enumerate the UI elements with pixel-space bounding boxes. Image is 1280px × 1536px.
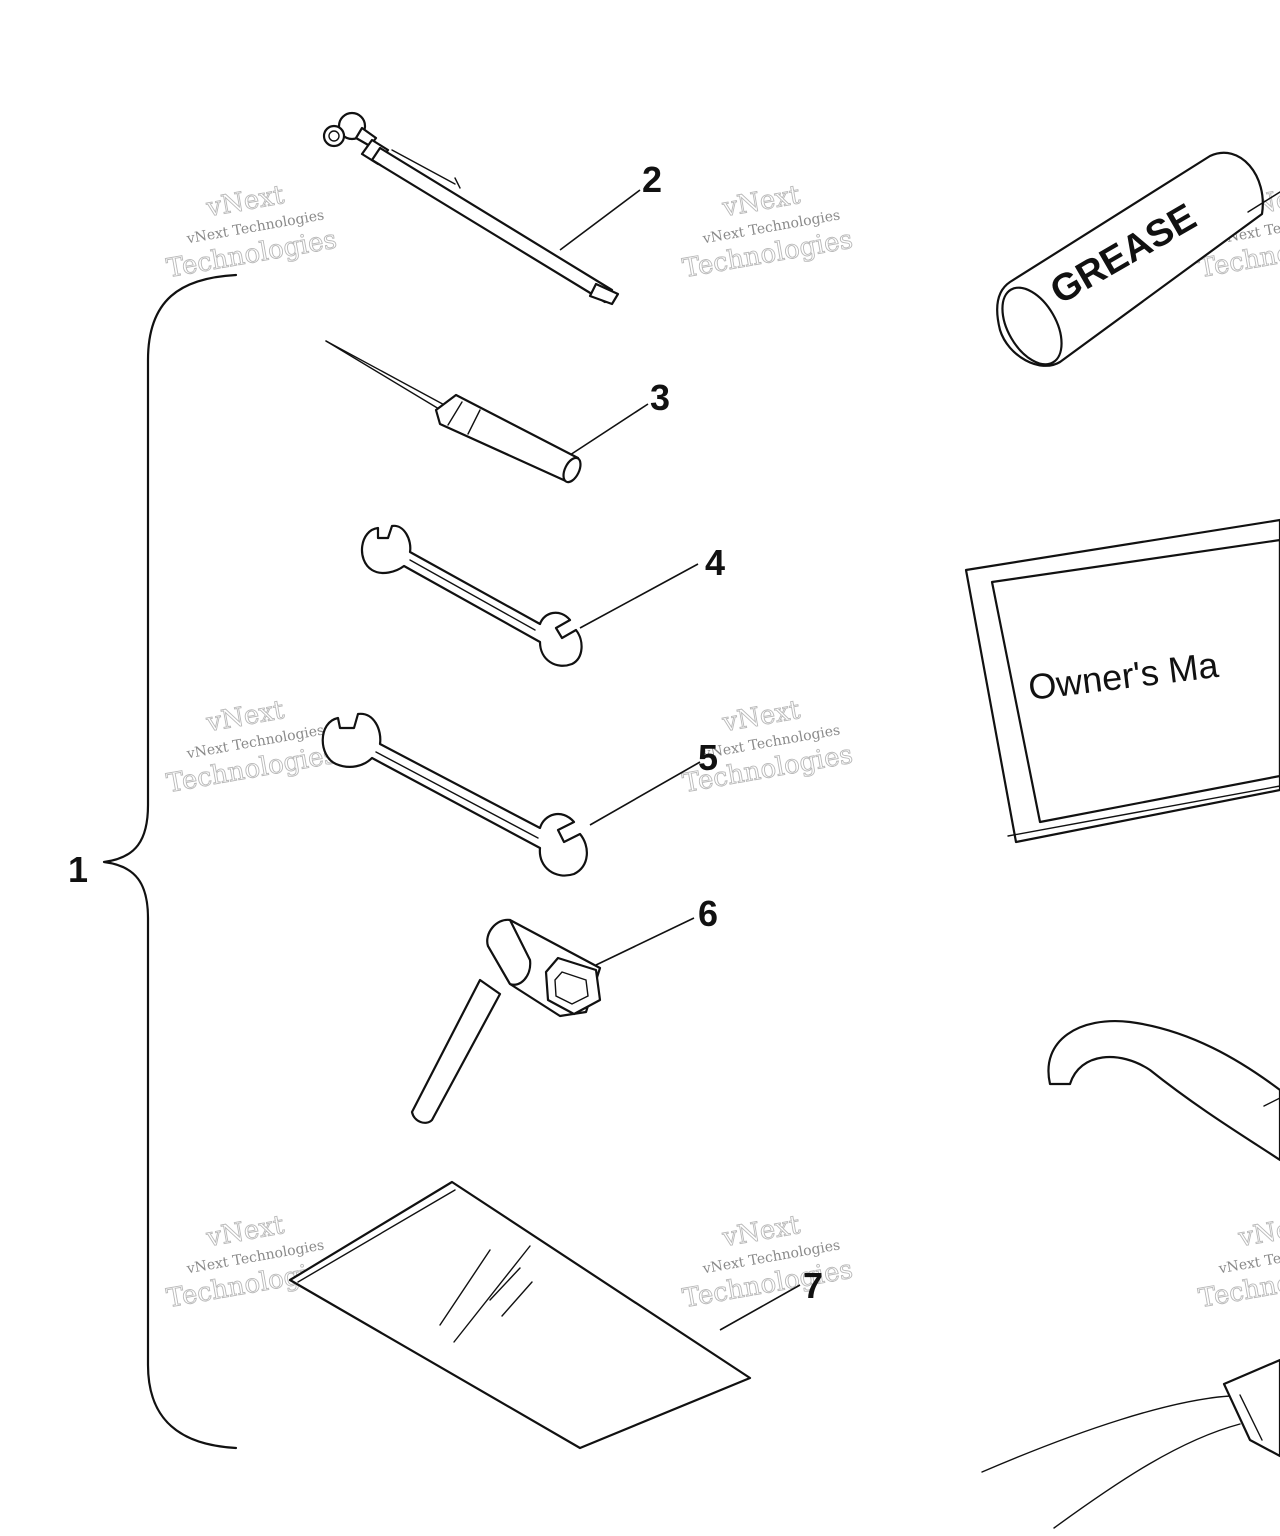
leader-line-4 [579, 563, 699, 629]
callout-3: 3 [650, 377, 670, 418]
watermark: vNext vNext Technologies Technologies [680, 1210, 856, 1315]
callout-2: 2 [642, 159, 662, 200]
spark-plug-wrench-icon [410, 918, 602, 1124]
leader-line-5 [589, 761, 701, 826]
callout-1: 1 [68, 849, 88, 890]
pressure-gauge-icon [322, 111, 620, 306]
leader-line-6 [595, 917, 695, 966]
group-brace [102, 273, 238, 1450]
watermark: vNext vNext Technologies Technologies [164, 1210, 340, 1315]
watermark: vNext vNext Technologies Technologies [1196, 1210, 1280, 1315]
owners-manual-icon: Owner's Ma [964, 518, 1280, 844]
wiring-harness-icon [981, 1358, 1280, 1529]
svg-text:vNext: vNext [1235, 1210, 1280, 1253]
wrench-small-icon [360, 524, 583, 667]
wrench-large-icon [321, 712, 588, 877]
leader-line-7 [719, 1284, 801, 1331]
leader-line-2 [559, 189, 641, 251]
callout-7: 7 [803, 1265, 823, 1306]
callout-6: 6 [698, 893, 718, 934]
watermark: vNext vNext Technologies Technologies [680, 180, 856, 285]
callout-4: 4 [705, 542, 725, 583]
callout-5: 5 [698, 737, 718, 778]
leader-line-3 [569, 403, 649, 456]
grease-tube-icon: GREASE [996, 151, 1280, 367]
watermark: vNext vNext Technologies Technologies [164, 180, 340, 285]
watermark: vNext vNext Technologies Technologies [164, 695, 340, 800]
screwdriver-icon [325, 340, 582, 484]
spanner-wrench-icon [1047, 1020, 1280, 1162]
tool-bag-icon [288, 1180, 752, 1450]
